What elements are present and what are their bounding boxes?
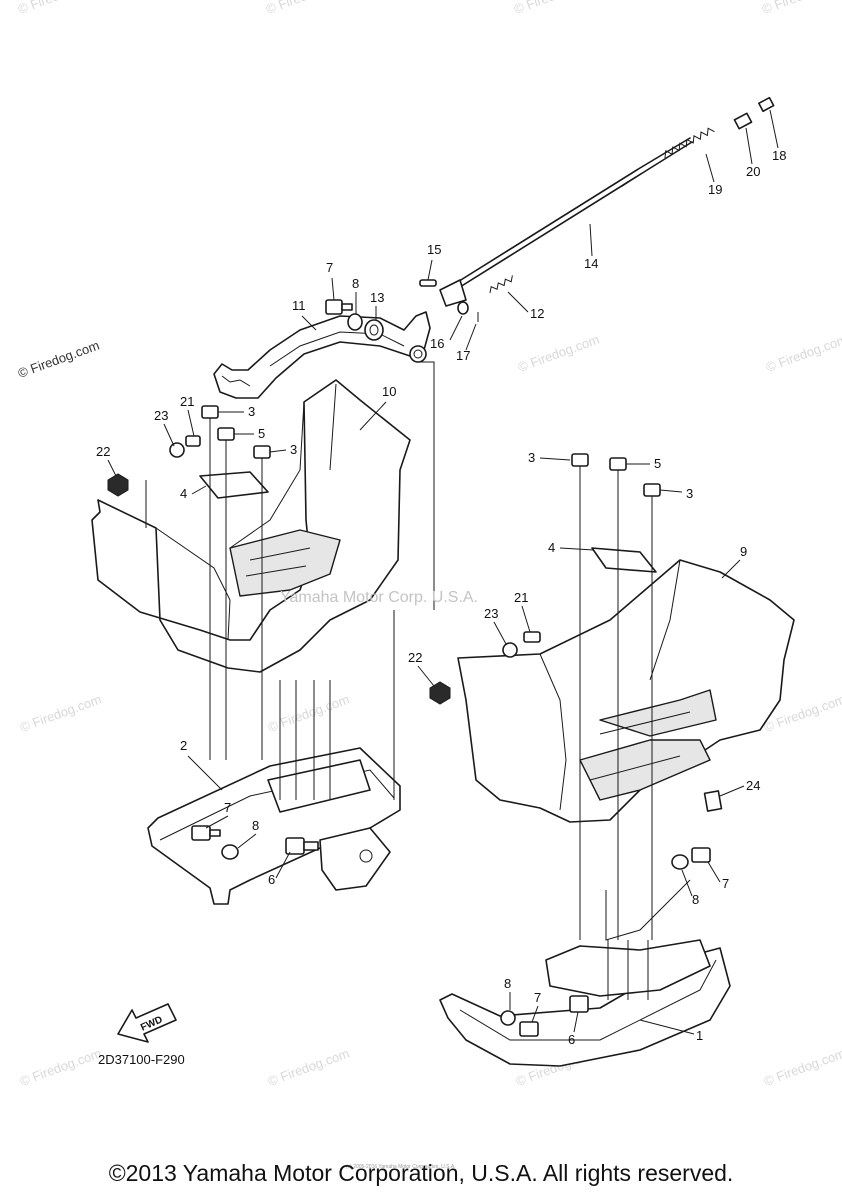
callout-label: 22 bbox=[408, 650, 422, 665]
callout-label: 10 bbox=[382, 384, 396, 399]
callout-label: 7 bbox=[722, 876, 729, 891]
callout-label: 7 bbox=[326, 260, 333, 275]
callout-label: 8 bbox=[692, 892, 699, 907]
callout-label: 17 bbox=[456, 348, 470, 363]
callout-label: 4 bbox=[180, 486, 187, 501]
callout-label: 8 bbox=[252, 818, 259, 833]
callout-label: 16 bbox=[430, 336, 444, 351]
fwd-arrow-icon: FWD bbox=[117, 1003, 177, 1043]
diagram-code: 2D37100-F290 bbox=[98, 1052, 185, 1067]
right-frame bbox=[439, 939, 731, 1067]
copyright-footer: ©2013 Yamaha Motor Corporation, U.S.A. A… bbox=[108, 1160, 734, 1186]
callout-label: 3 bbox=[528, 450, 535, 465]
watermark-text: © Firedog.com bbox=[760, 0, 842, 17]
callout-label: 2 bbox=[180, 738, 187, 753]
watermark-text-dark: © Firedog.com bbox=[16, 337, 101, 380]
callout-label: 24 bbox=[746, 778, 760, 793]
watermark-text: © Firedog.com bbox=[764, 331, 842, 374]
callout-label: 14 bbox=[584, 256, 598, 271]
callout-label: 3 bbox=[686, 486, 693, 501]
brake-pedal bbox=[213, 311, 431, 399]
callout-label: 21 bbox=[180, 394, 194, 409]
callout-label: 18 bbox=[772, 148, 786, 163]
watermark-text: © Firedog.com bbox=[18, 691, 103, 734]
callout-label: 8 bbox=[352, 276, 359, 291]
callout-label: 1 bbox=[696, 1028, 703, 1043]
callout-label: 8 bbox=[504, 976, 511, 991]
right-bolts bbox=[429, 453, 661, 940]
callout-label: 4 bbox=[548, 540, 555, 555]
callout-label: 3 bbox=[290, 442, 297, 457]
left-bolts bbox=[107, 405, 271, 760]
callout-label: 15 bbox=[427, 242, 441, 257]
watermark-text: © Firedog.com bbox=[266, 1045, 351, 1088]
brake-rod-assembly bbox=[419, 96, 775, 322]
callout-label: 5 bbox=[258, 426, 265, 441]
callout-label: 20 bbox=[746, 164, 760, 179]
right-frame-hardware bbox=[500, 847, 711, 1037]
left-frame-hardware bbox=[191, 825, 319, 860]
callout-label: 6 bbox=[268, 872, 275, 887]
small-notice: (c) 2005-2016 Yamaha Motor Corporation, … bbox=[346, 1164, 456, 1170]
callout-label: 11 bbox=[292, 298, 306, 313]
watermark-text: © Firedog.com bbox=[264, 0, 349, 17]
callout-labels: 15 7 8 13 11 12 16 17 14 19 20 18 10 21 … bbox=[96, 109, 786, 1047]
watermark-text: © Firedog.com bbox=[512, 0, 597, 17]
center-watermark: Yamaha Motor Corp. U.S.A. bbox=[280, 589, 478, 606]
callout-label: 7 bbox=[534, 990, 541, 1005]
pedal-hardware bbox=[325, 299, 384, 341]
left-frame bbox=[147, 680, 401, 905]
callout-label: 5 bbox=[654, 456, 661, 471]
leader-lines bbox=[145, 361, 691, 941]
callout-label: 12 bbox=[530, 306, 544, 321]
callout-label: 19 bbox=[708, 182, 722, 197]
callout-label: 13 bbox=[370, 290, 384, 305]
watermark-text: © Firedog.com bbox=[516, 331, 601, 374]
callout-label: 6 bbox=[568, 1032, 575, 1047]
callout-label: 9 bbox=[740, 544, 747, 559]
watermark-text: © Firedog.com bbox=[16, 0, 101, 17]
watermark-text: © Firedog.com bbox=[18, 1045, 103, 1088]
watermark-text: © Firedog.com bbox=[762, 1045, 842, 1088]
left-footrest bbox=[91, 379, 411, 673]
right-footrest bbox=[457, 559, 795, 823]
callout-label: 7 bbox=[224, 800, 231, 815]
callout-label: 23 bbox=[484, 606, 498, 621]
watermark-text: © Firedog.com bbox=[266, 691, 351, 734]
callout-label: 23 bbox=[154, 408, 168, 423]
callout-label: 3 bbox=[248, 404, 255, 419]
callout-label: 22 bbox=[96, 444, 110, 459]
callout-label: 21 bbox=[514, 590, 528, 605]
